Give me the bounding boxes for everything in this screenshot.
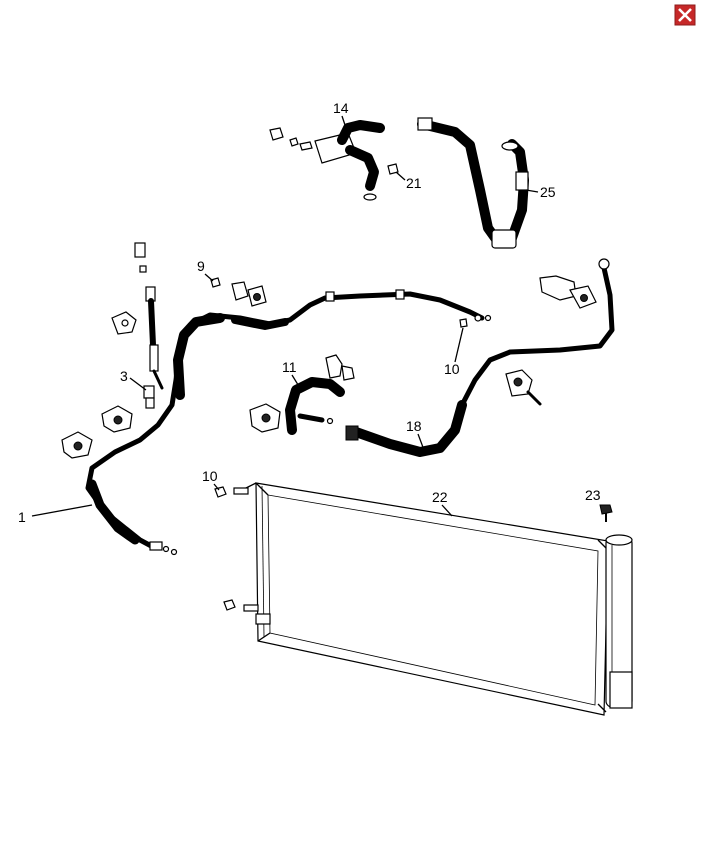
svg-text:21: 21	[406, 175, 422, 191]
hose-11[interactable]	[285, 354, 355, 435]
clip-bracket-left-c	[111, 311, 137, 335]
close-x-icon	[674, 4, 696, 26]
hose-25[interactable]	[417, 117, 529, 249]
svg-text:3: 3	[120, 368, 128, 384]
callout-1: 1	[18, 504, 93, 525]
pressure-switch-3[interactable]	[143, 385, 155, 409]
clip-bracket-left-b	[101, 405, 133, 433]
fitting-21[interactable]	[387, 163, 399, 175]
callout-10-lower: 10	[202, 468, 220, 491]
svg-text:10: 10	[202, 468, 218, 484]
callout-3: 3	[120, 368, 147, 391]
svg-text:9: 9	[197, 258, 205, 274]
svg-text:14: 14	[333, 100, 349, 116]
hose-fitting-stack	[134, 242, 164, 390]
callout-18: 18	[406, 418, 425, 451]
callout-22: 22	[432, 489, 453, 517]
svg-text:1: 1	[18, 509, 26, 525]
svg-text:23: 23	[585, 487, 601, 503]
nut-10-upper[interactable]	[459, 318, 468, 328]
svg-text:11: 11	[282, 359, 297, 375]
callout-23: 23	[585, 487, 601, 503]
svg-text:10: 10	[444, 361, 460, 377]
callout-9: 9	[197, 258, 214, 282]
callout-11: 11	[282, 359, 301, 389]
svg-text:22: 22	[432, 489, 448, 505]
callout-21: 21	[395, 171, 422, 191]
bolt-23[interactable]	[599, 504, 613, 522]
callout-14: 14	[333, 100, 349, 129]
callout-25: 25	[525, 184, 556, 200]
discharge-hose-1[interactable]	[85, 289, 492, 556]
clip-bracket-right-b	[505, 369, 542, 406]
callout-10-upper: 10	[444, 327, 464, 377]
clip-9[interactable]	[210, 277, 267, 307]
condenser[interactable]	[233, 482, 633, 716]
suction-hose-14[interactable]	[269, 120, 385, 201]
clip-bracket-right-a	[539, 275, 597, 309]
close-button[interactable]	[674, 4, 696, 26]
svg-text:18: 18	[406, 418, 422, 434]
nut-10-lower[interactable]	[214, 486, 227, 498]
svg-text:25: 25	[540, 184, 556, 200]
liquid-hose-18[interactable]	[345, 258, 615, 457]
clip-bracket-left-a	[61, 431, 93, 459]
clip-bracket-11	[249, 403, 281, 433]
nut-lower-left	[223, 599, 236, 611]
